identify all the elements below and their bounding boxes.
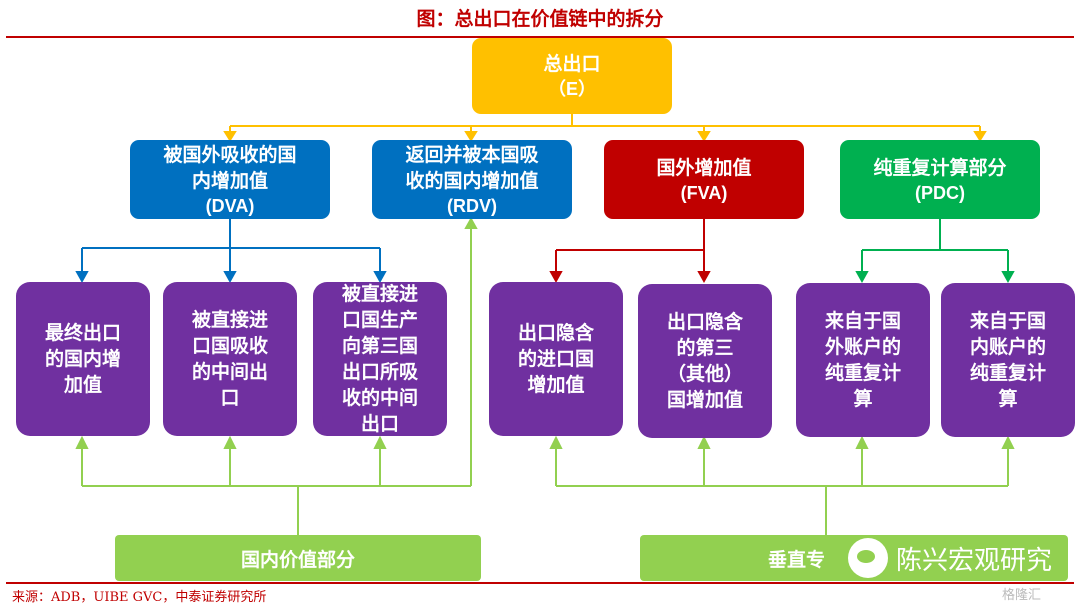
watermark-text: 陈兴宏观研究	[896, 545, 1053, 576]
group-domestic-value-label: 国内价值部分	[240, 548, 355, 571]
leaf-final-export-dva-label: 最终出口 的国内增 加值	[44, 322, 121, 396]
leaf-intermediate-direct-label: 被直接进 口国吸收 的中间出 口	[191, 309, 268, 409]
title-rule	[6, 36, 1074, 38]
node-pdc-code: (PDC)	[915, 182, 965, 203]
node-total-export-label: 总出口	[543, 53, 601, 75]
leaf-domestic-double-counting: 来自于国 内账户的 纯重复计 算	[941, 283, 1075, 437]
node-rdv: 返回并被本国吸 收的国内增加值 (RDV)	[372, 140, 572, 219]
node-fva-label: 国外增加值	[656, 156, 752, 179]
wechat-icon	[848, 538, 888, 578]
node-dva-label: 被国外吸收的国 内增加值	[163, 143, 297, 192]
leaf-importer-value-added: 出口隐含 的进口国 增加值	[489, 282, 623, 436]
watermark: 陈兴宏观研究	[848, 538, 1052, 578]
group-domestic-value: 国内价值部分	[115, 535, 481, 581]
leaf-third-country-value-added: 出口隐含 的第三 （其他） 国增加值	[638, 284, 772, 438]
node-pdc-label: 纯重复计算部分	[873, 156, 1007, 179]
node-total-export-code: （E）	[547, 79, 596, 99]
gelonghui-logo: 格隆汇	[1002, 588, 1042, 603]
node-fva-code: (FVA)	[680, 182, 728, 203]
node-rdv-code: (RDV)	[447, 195, 497, 216]
leaf-domestic-double-counting-label: 来自于国 内账户的 纯重复计 算	[969, 310, 1046, 410]
node-rdv-label: 返回并被本国吸 收的国内增加值	[405, 143, 539, 192]
footer-rule	[6, 582, 1074, 584]
leaf-foreign-double-counting: 来自于国 外账户的 纯重复计 算	[796, 283, 930, 437]
node-fva: 国外增加值 (FVA)	[604, 140, 804, 219]
leaf-importer-value-added-label: 出口隐含 的进口国 增加值	[517, 322, 594, 396]
leaf-third-country-value-added-label: 出口隐含 的第三 （其他） 国增加值	[666, 311, 743, 411]
leaf-foreign-double-counting-label: 来自于国 外账户的 纯重复计 算	[824, 310, 901, 410]
node-dva: 被国外吸收的国 内增加值 (DVA)	[130, 140, 330, 219]
leaf-intermediate-third-country-label: 被直接进 口国生产 向第三国 出口所吸 收的中间 出口	[341, 283, 418, 435]
leaf-intermediate-third-country: 被直接进 口国生产 向第三国 出口所吸 收的中间 出口	[313, 282, 447, 436]
leaf-final-export-dva: 最终出口 的国内增 加值	[16, 282, 150, 436]
source-note: 来源：ADB，UIBE GVC，中泰证券研究所	[12, 590, 267, 605]
leaf-intermediate-direct: 被直接进 口国吸收 的中间出 口	[163, 282, 297, 436]
figure-title: 图：总出口在价值链中的拆分	[416, 8, 664, 30]
node-pdc: 纯重复计算部分 (PDC)	[840, 140, 1040, 219]
node-dva-code: (DVA)	[205, 195, 255, 216]
node-total-export: 总出口 （E）	[472, 38, 672, 114]
group-vertical-specialization-label: 垂直专	[768, 548, 826, 571]
